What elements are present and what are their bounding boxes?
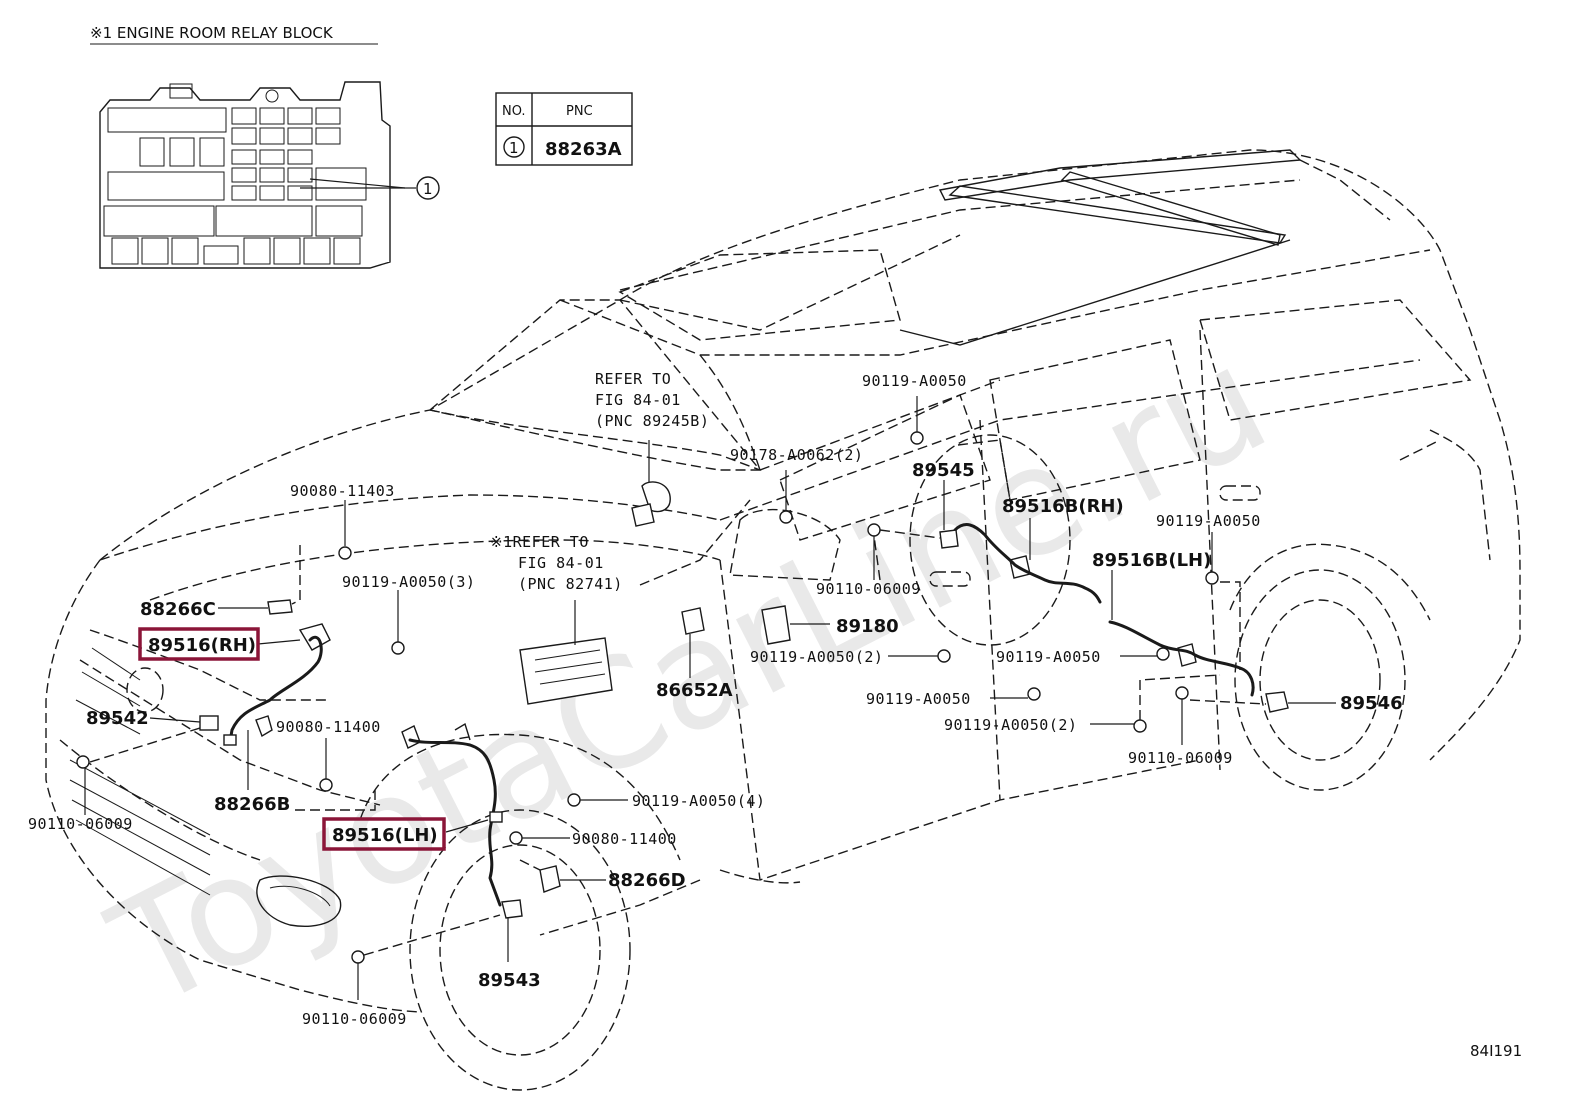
leader-lines: [84, 396, 1336, 1000]
relay-fuses: [103, 107, 367, 265]
refer-note-89245b: REFER TO FIG 84-01 (PNC 89245B): [595, 370, 709, 430]
harness-front-lh: [408, 738, 502, 907]
label-89545: 89545: [912, 460, 975, 481]
bolts: [76, 431, 1219, 964]
label-89516-rh: 89516(RH): [148, 635, 256, 656]
refer-1-line-1: REFER TO: [595, 370, 671, 388]
pnc-row-pnc: 88263A: [545, 139, 622, 160]
highlight-89516-rh: [138, 627, 260, 661]
label-86652a: 86652A: [656, 680, 733, 701]
pnc-row-no: 1: [509, 139, 519, 157]
label-90119-a0050-3: 90119-A0050(3): [342, 573, 475, 591]
relay-block-inset: ※1 ENGINE ROOM RELAY BLOCK 1: [90, 24, 440, 269]
label-88266b: 88266B: [214, 794, 290, 815]
label-90119-a0050-2a: 90119-A0050(2): [750, 648, 883, 666]
ecu-82741: [519, 637, 613, 705]
pnc-header-pnc: PNC: [566, 104, 593, 119]
figure-id: 84I191: [1470, 1042, 1522, 1060]
sensor-89542: [199, 715, 219, 731]
clip-88266d: [539, 865, 561, 893]
sensor-harnesses: [76, 431, 1289, 964]
relay-block-housing: [99, 81, 391, 269]
refer-1-line-2: FIG 84-01: [595, 391, 681, 409]
label-90119-a0050-4: 90119-A0050(4): [632, 792, 765, 810]
label-90080-11400-a: 90080-11400: [276, 718, 381, 736]
label-90119-a0050-mid: 90119-A0050: [996, 648, 1101, 666]
label-90080-11400-b: 90080-11400: [572, 830, 677, 848]
relay-block-title: ※1 ENGINE ROOM RELAY BLOCK: [90, 24, 334, 42]
label-89516b-lh: 89516B(LH): [1092, 550, 1211, 571]
fog-lamp: [256, 875, 342, 927]
harness-front-rh: [228, 636, 323, 744]
label-88266d: 88266D: [608, 870, 686, 891]
label-90119-a0050-r: 90119-A0050: [1156, 512, 1261, 530]
label-90080-11403: 90080-11403: [290, 482, 395, 500]
switch-86652a: [681, 607, 705, 635]
label-88266c: 88266C: [140, 599, 216, 620]
refer-2-line-2: FIG 84-01: [518, 554, 604, 572]
label-90119-a0050-low: 90119-A0050: [866, 690, 971, 708]
roof-rail-left: [938, 149, 1302, 201]
refer-2-line-1: ※1REFER TO: [490, 533, 589, 551]
clip-88266c: [267, 599, 293, 615]
refer-note-82741: ※1REFER TO FIG 84-01 (PNC 82741): [490, 533, 623, 593]
sensor-89545: [939, 529, 959, 549]
label-90119-a0050-top: 90119-A0050: [862, 372, 967, 390]
callout-1-number: 1: [423, 180, 433, 198]
label-90110-06009-a: 90110-06009: [28, 815, 133, 833]
part-labels: 90080-11403 88266C 90119-A0050(3) 89516(…: [28, 372, 1403, 1028]
label-90110-06009-b: 90110-06009: [302, 1010, 407, 1028]
sensor-89543: [501, 899, 523, 919]
label-89180: 89180: [836, 616, 899, 637]
sensor-89546: [1265, 691, 1289, 713]
label-90110-06009-d: 90110-06009: [1128, 749, 1233, 767]
highlight-89516-lh: [322, 817, 446, 851]
label-89542: 89542: [86, 708, 149, 729]
label-89543: 89543: [478, 970, 541, 991]
label-90119-a0050-2b: 90119-A0050(2): [944, 716, 1077, 734]
label-90110-06009-c: 90110-06009: [816, 580, 921, 598]
label-89516b-rh: 89516B(RH): [1002, 496, 1124, 517]
front-wheel-outline: [409, 809, 631, 1091]
label-90178-a0062-2: 90178-A0062(2): [730, 446, 863, 464]
sensor-89180: [761, 605, 791, 645]
refer-2-line-3: (PNC 82741): [518, 575, 623, 593]
harness-rear-lh: [1108, 620, 1255, 697]
label-89516-lh: 89516(LH): [332, 825, 438, 846]
refer-1-line-3: (PNC 89245B): [595, 412, 709, 430]
pnc-table: NO. PNC 1 88263A: [495, 92, 633, 166]
label-89546: 89546: [1340, 693, 1403, 714]
callout-1-circle: [416, 176, 440, 200]
pnc-header-no: NO.: [502, 104, 526, 119]
rear-wheel-outline: [1234, 569, 1406, 791]
